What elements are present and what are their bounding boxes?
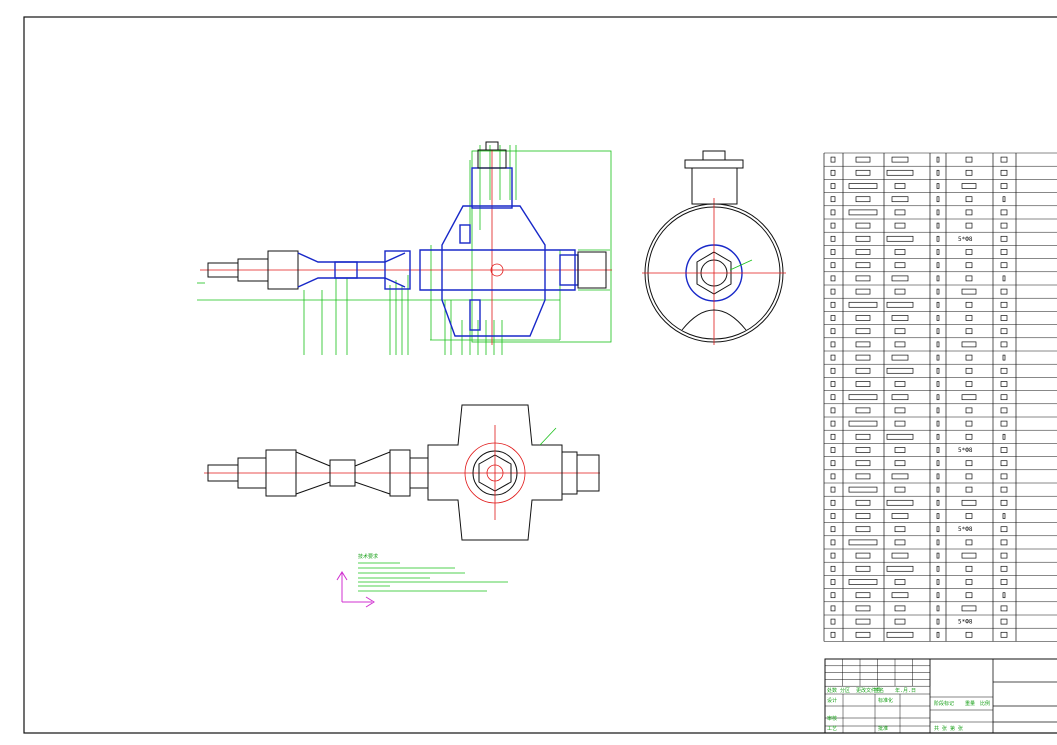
bom-row: 5*Ф8 [830,526,1008,533]
bom-row [830,301,1008,308]
bom-row [830,592,1006,599]
title-block: 处数 分区 更改文件号 签名 年.月.日 设计 审核 工艺 标准化 批准 阶段标… [824,658,1057,734]
tb-sign-label-3: 签名 [874,687,884,694]
bom-row [830,565,1008,572]
bom-code: 5*Ф8 [958,447,973,454]
bom-row [830,473,1008,480]
tb-weight-label: 重量 [965,700,975,707]
bom-row [830,156,1008,163]
bom-row [830,367,1008,374]
bom-row [830,249,1008,255]
differential-housing [419,141,607,337]
tb-sign-label-1: 分区 [840,687,850,694]
bom-row [830,605,1008,612]
bom-row [830,407,1008,414]
bom-row [830,579,1008,585]
bom-row [830,513,1006,519]
bom-row [830,328,1008,335]
bom-row [830,183,1008,189]
tb-row-label-design: 设计 [827,697,837,704]
top-view[interactable] [204,404,600,541]
bom-table: 5*Ф8 5*Ф8 5*Ф8 5*Ф8 [823,152,1057,642]
bom-code: 5*Ф8 [958,526,973,533]
tb-sign-label-0: 处数 [827,687,837,694]
bom-row: 5*Ф8 [830,619,1008,626]
bom-row [830,196,1006,203]
tech-requirements: 技术要求 [358,553,508,592]
bom-row [830,354,1006,361]
bom-code: 5*Ф8 [958,236,973,243]
bom-row [830,275,1006,282]
tb-sign-label-2: 更改文件号 [856,687,881,694]
input-shaft [207,250,411,290]
bom-row [830,499,1008,506]
bom-row [830,341,1008,348]
bom-row [830,552,1008,559]
bom-row [830,262,1008,269]
bom-row [830,394,1008,401]
bom-row [830,222,1008,229]
ucs-icon [336,571,375,608]
tech-requirements-label: 技术要求 [358,553,378,560]
tb-std-label: 标准化 [878,697,893,704]
bom-row [830,288,1008,295]
bom-row [830,209,1008,216]
bom-row [830,433,1006,440]
front-section-view[interactable] [197,141,612,355]
bom-row [830,315,1008,321]
side-view[interactable] [642,150,786,345]
bom-row [830,420,1008,427]
bom-code: 5*Ф8 [958,619,973,626]
tb-row-label-process: 工艺 [827,726,837,732]
bom-row [830,460,1008,467]
tb-row-label-review: 审核 [827,715,837,722]
tb-stage-label: 阶段标记 [934,700,954,707]
tb-approve-label: 批准 [878,725,888,732]
tb-sign-label-4: 年.月.日 [895,687,916,694]
tb-bottom-label: 共 张 第 张 [934,725,963,732]
bom-row [830,539,1008,546]
drawing-border [23,16,1057,734]
bom-row: 5*Ф8 [830,447,1008,454]
bom-row [830,381,1008,387]
bom-row [830,631,1008,638]
bom-row [830,169,1008,176]
tb-scale-label: 比例 [980,700,990,707]
bom-row [830,486,1008,493]
bom-row: 5*Ф8 [830,236,1008,243]
